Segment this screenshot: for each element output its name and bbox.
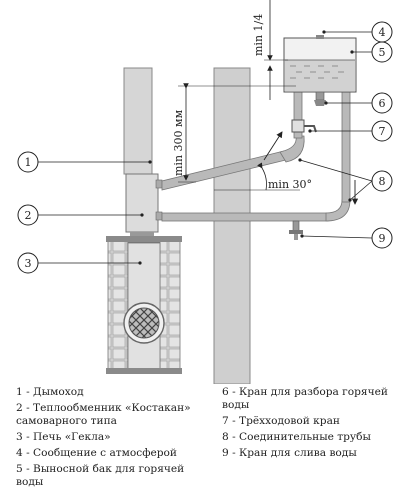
legend-left: 1 - Дымоход 2 - Теплообменник «Костакан»… [16,386,204,492]
callout-2: 2 [17,204,39,226]
callout-5: 5 [371,41,393,63]
angle-arc [257,162,267,191]
callout-6: 6 [371,92,393,114]
svg-text:1: 1 [25,156,32,169]
legend-item-9: 9 - Кран для слива воды [222,447,357,459]
legend-item-6: 6 - Кран для разбора горячей воды [222,386,388,411]
three-way-tap [291,119,317,133]
callout-1: 1 [17,151,39,173]
callout-7: 7 [371,120,393,142]
chimney [123,67,153,175]
label-min-quarter: min 1/4 [252,14,265,56]
hot-water-tap [314,91,326,106]
stove-right-masonry [159,239,181,373]
callout-dots [138,30,354,265]
legend-item-5: 5 - Выносной бак для горячей воды [16,463,185,488]
svg-text:9: 9 [379,232,386,245]
callout-4: 4 [371,21,393,43]
svg-text:8: 8 [379,175,386,188]
upper-pipe-elbow [279,135,305,163]
legend-item-1: 1 - Дымоход [16,386,84,398]
legend-item-3: 3 - Печь «Гекла» [16,431,111,443]
label-min-30: min 30° [268,178,312,191]
lower-pipe-riser [341,91,351,203]
legend-item-4: 4 - Сообщение с атмосферой [16,447,177,459]
callout-leaders [38,31,373,264]
callout-8: 8 [371,170,393,192]
installation-diagram: min 1/4 min 300 мм min 30° 1 2 [17,0,393,384]
stove [106,236,182,374]
hot-water-tank [283,35,357,93]
heat-exchanger-fitting-bottom [155,211,163,221]
svg-text:6: 6 [379,97,386,110]
stove-grille [128,307,160,339]
lower-pipe-elbow [325,199,351,222]
stove-left-masonry [107,239,129,373]
legend-item-8: 8 - Соединительные трубы [222,431,371,443]
heat-exchanger-base [130,232,154,237]
stove-bottom-rail [106,368,182,374]
callout-9: 9 [371,227,393,249]
svg-text:5: 5 [379,46,386,59]
stove-top-cap [106,236,182,242]
legend-right: 6 - Кран для разбора горячей воды 7 - Тр… [222,386,400,463]
legend-item-2: 2 - Теплообменник «Костакан» самоварного… [16,402,191,427]
label-min-300: min 300 мм [172,109,185,176]
svg-text:7: 7 [379,125,386,138]
drain-tap [289,220,303,240]
legend-item-7: 7 - Трёхходовой кран [222,415,340,427]
svg-text:3: 3 [25,257,32,270]
callout-3: 3 [17,252,39,274]
heat-exchanger-fitting-top [155,179,163,189]
lower-connecting-pipe [161,212,329,222]
heat-exchanger [125,173,159,233]
svg-text:4: 4 [379,26,386,39]
svg-text:2: 2 [25,209,32,222]
wall-column [213,67,251,384]
flow-arrow-up [263,131,283,161]
